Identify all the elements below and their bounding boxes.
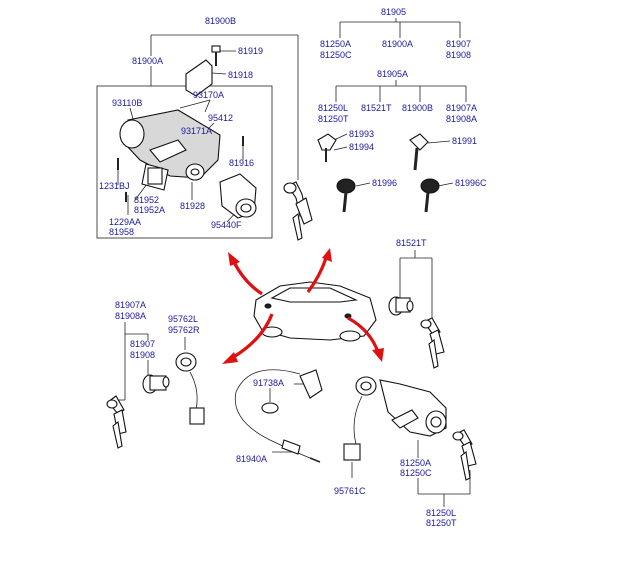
label-81996C: 81996C [455,178,487,188]
label-81908A-mid: 81908A [446,114,477,124]
part-labels: 81900B 81919 81900A 81918 93170A 93110B … [99,7,487,528]
label-81907: 81907 [130,339,155,349]
label-81250A-top: 81250A [320,39,351,49]
label-81521T: 81521T [396,238,427,248]
keys-and-blanks [317,133,440,213]
label-81907-top: 81907 [446,39,471,49]
label-81958: 81958 [109,227,134,237]
label-81928: 81928 [180,201,205,211]
label-81900A-top: 81900A [382,39,413,49]
label-81907A: 81907A [115,300,146,310]
label-1231BJ: 1231BJ [99,181,130,191]
screw-81919-head [211,45,221,53]
label-81916: 81916 [229,158,254,168]
label-81996: 81996 [372,178,397,188]
label-93110B: 93110B [112,98,142,108]
label-81952A: 81952A [134,205,165,215]
label-81521T-mid: 81521T [361,103,392,113]
label-81908A: 81908A [115,311,146,321]
switch-95762 [175,352,205,425]
label-81994: 81994 [349,142,374,152]
label-81250L-top: 81250L [318,103,348,113]
label-81900B: 81900B [205,16,236,26]
switch-95761C [343,376,377,461]
label-81250C-top: 81250C [320,50,352,60]
label-95412: 95412 [208,113,233,123]
label-81900B-mid: 81900B [402,103,433,113]
label-95762L: 95762L [168,314,198,324]
label-1229AA: 1229AA [109,217,141,227]
trunk-lock-81250 [379,379,477,481]
car-body [253,281,377,342]
label-81908: 81908 [130,350,155,360]
label-81250A: 81250A [400,458,431,468]
label-81250L: 81250L [426,508,456,518]
label-81905A: 81905A [377,69,408,79]
label-81900A: 81900A [132,56,163,66]
red-arrows [222,248,384,364]
leader-lines [96,18,471,507]
door-lock-81521T [388,296,445,369]
label-81250T-top: 81250T [318,114,349,124]
label-91738A: 91738A [253,378,284,388]
label-81908-top: 81908 [446,50,471,60]
label-81952: 81952 [134,195,159,205]
label-95440F: 95440F [211,220,242,230]
trunk-lock-81907 [106,374,170,449]
label-93170A: 93170A [193,90,224,100]
ignition-lock-assembly [117,45,313,241]
label-95762R: 95762R [168,325,200,335]
label-81993: 81993 [349,129,374,139]
label-81918: 81918 [228,70,253,80]
label-81919: 81919 [238,46,263,56]
label-81250C: 81250C [400,468,432,478]
label-93171A: 93171A [181,126,212,136]
label-81905: 81905 [381,7,406,17]
label-81940A: 81940A [236,454,267,464]
label-81250T: 81250T [426,518,457,528]
label-81991: 81991 [452,136,477,146]
label-81907A-mid: 81907A [446,103,477,113]
release-cable-81940A [234,369,323,463]
label-95761C: 95761C [334,486,366,496]
